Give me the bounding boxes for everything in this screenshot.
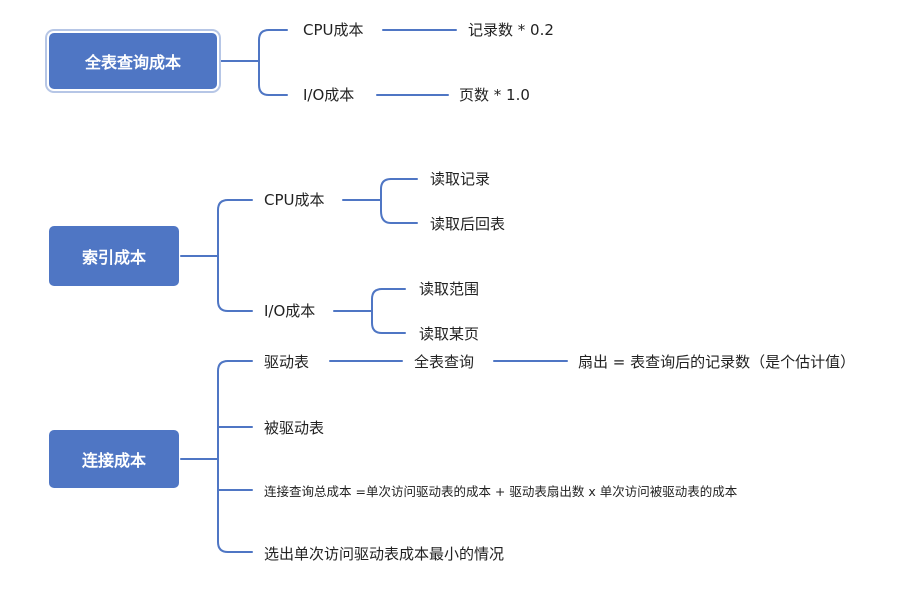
- full-scan-io-value: 页数 * 1.0: [459, 86, 530, 104]
- index-stem: [217, 199, 229, 312]
- index-cpu-label: CPU成本: [264, 191, 325, 209]
- join-choose-min-cost: 选出单次访问驱动表成本最小的情况: [264, 545, 505, 563]
- full-scan-stem: [258, 29, 270, 96]
- node-join-cost: 连接成本: [49, 430, 179, 488]
- index-cpu-stem: [380, 178, 418, 224]
- join-full-table-query: 全表查询: [414, 353, 475, 371]
- index-io-child-read-range: 读取范围: [419, 280, 480, 298]
- join-stem: [217, 360, 229, 553]
- index-io-stem: [371, 288, 406, 334]
- join-fanout: 扇出 = 表查询后的记录数（是个估计值）: [578, 353, 856, 371]
- full-scan-io-label: I/O成本: [303, 86, 355, 104]
- index-io-child-read-page: 读取某页: [419, 325, 480, 343]
- index-cpu-child-read-back-to-table: 读取后回表: [430, 215, 506, 233]
- full-scan-cpu-label: CPU成本: [303, 21, 364, 39]
- join-driving-table: 驱动表: [264, 353, 310, 371]
- index-cpu-child-read-records: 读取记录: [430, 170, 491, 188]
- node-full-table-scan-cost: 全表查询成本: [49, 33, 217, 89]
- index-io-label: I/O成本: [264, 302, 316, 320]
- full-scan-cpu-value: 记录数 * 0.2: [468, 21, 554, 39]
- join-total-cost-formula: 连接查询总成本 =单次访问驱动表的成本 + 驱动表扇出数 x 单次访问被驱动表的…: [264, 484, 738, 499]
- node-index-cost: 索引成本: [49, 226, 179, 286]
- join-driven-table: 被驱动表: [264, 419, 325, 437]
